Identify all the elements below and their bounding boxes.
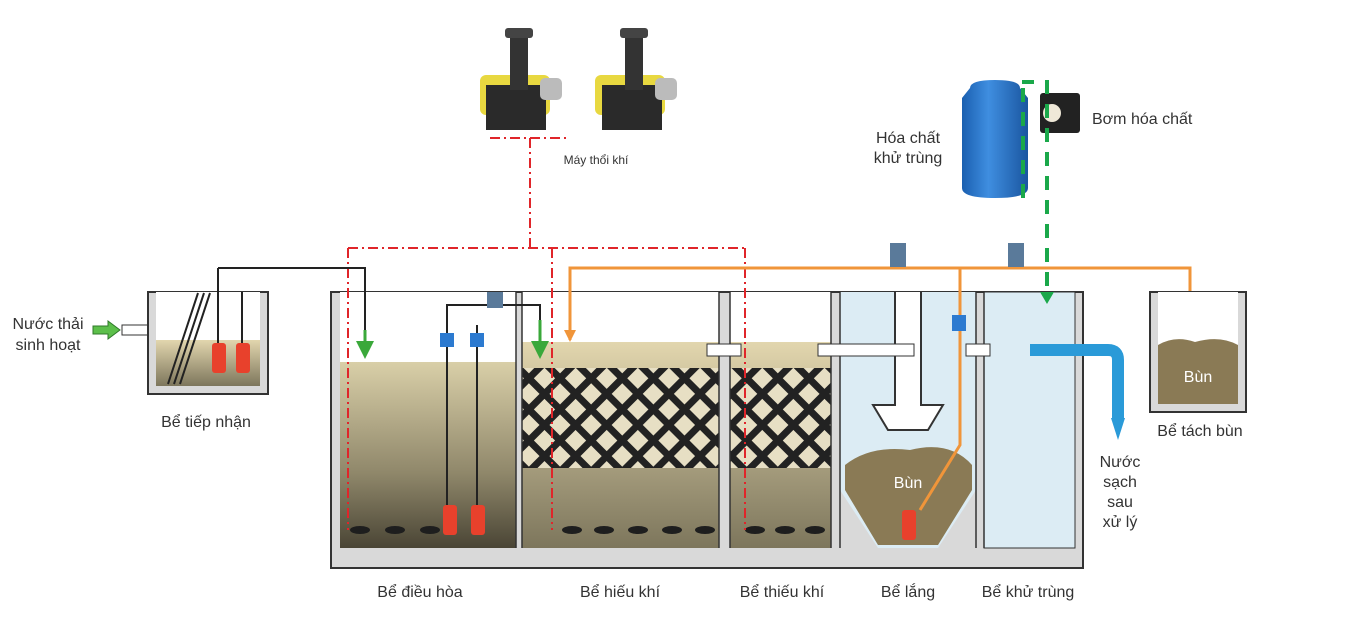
chemical-dosing: Hóa chất khử trùng Bơm hóa chất bbox=[874, 80, 1193, 304]
svg-text:xử lý: xử lý bbox=[1103, 514, 1138, 531]
chemical-line bbox=[1021, 80, 1049, 300]
valve-icon bbox=[952, 315, 966, 331]
disinfection-tank-label: Bể khử trùng bbox=[982, 583, 1075, 601]
air-blowers: Máy thổi khí bbox=[480, 28, 677, 167]
settling-center-well bbox=[871, 292, 945, 431]
pump-icon bbox=[443, 505, 457, 535]
sludge-label: Bùn bbox=[1184, 369, 1212, 386]
valve-icon bbox=[487, 292, 503, 308]
pump-icon bbox=[471, 505, 485, 535]
pump-icon bbox=[236, 343, 250, 373]
air-line bbox=[347, 137, 746, 530]
equalization-tank-label: Bể điều hòa bbox=[377, 583, 463, 601]
blower-icon bbox=[595, 28, 677, 130]
settling-sludge-label: Bùn bbox=[894, 475, 922, 492]
valve-icon bbox=[1008, 243, 1024, 267]
chemical-pump-label: Bơm hóa chất bbox=[1092, 111, 1193, 128]
settling-tank-label: Bể lắng bbox=[881, 582, 935, 601]
pump-icon bbox=[902, 510, 916, 540]
blower-icon bbox=[480, 28, 562, 130]
chemical-tank-icon bbox=[962, 80, 1028, 198]
svg-text:sau: sau bbox=[1107, 494, 1133, 511]
air-diffusers bbox=[350, 526, 825, 534]
receiving-tank-label: Bể tiếp nhận bbox=[161, 413, 251, 431]
outlet-label: Nước sạch sau xử lý bbox=[1100, 454, 1141, 531]
receiving-tank: Bể tiếp nhận bbox=[147, 268, 269, 431]
disinfection-compartment bbox=[983, 291, 1076, 549]
chemical-label-1: Hóa chất bbox=[876, 130, 941, 147]
sludge-tank: Bùn Bể tách bùn bbox=[1149, 291, 1247, 440]
valve-icon bbox=[470, 333, 484, 347]
biofilm-media bbox=[730, 368, 831, 468]
blower-label: Máy thổi khí bbox=[564, 153, 629, 167]
biofilm-media bbox=[522, 368, 719, 468]
inlet-label-1: Nước thải bbox=[13, 316, 84, 333]
valve-icon bbox=[440, 333, 454, 347]
aerobic-tank-label: Bể hiếu khí bbox=[580, 583, 661, 601]
anoxic-tank-label: Bể thiếu khí bbox=[740, 583, 825, 601]
pump-icon bbox=[212, 343, 226, 373]
valve-icon bbox=[890, 243, 906, 267]
outlet-pipe bbox=[1030, 344, 1124, 420]
svg-text:sạch: sạch bbox=[1103, 474, 1137, 491]
inlet-label-2: sinh hoạt bbox=[16, 337, 81, 354]
chemical-label-2: khử trùng bbox=[874, 150, 943, 167]
main-tank: Bùn bbox=[330, 291, 1084, 569]
inlet-arrow-icon bbox=[92, 320, 121, 340]
sludge-tank-label: Bể tách bùn bbox=[1157, 422, 1242, 440]
svg-text:Nước: Nước bbox=[1100, 454, 1141, 471]
feed-pipe bbox=[218, 267, 366, 340]
